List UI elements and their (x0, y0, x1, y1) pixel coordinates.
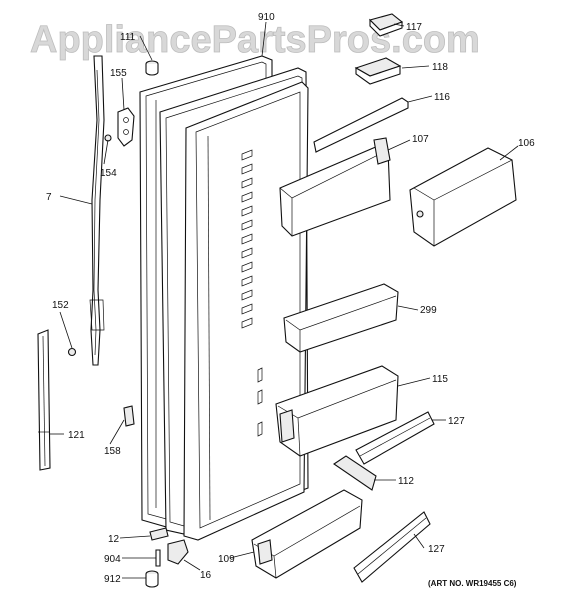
bin-front-127-lower-part (353, 511, 431, 583)
callout-116: 116 (434, 92, 450, 103)
callout-7: 7 (46, 192, 52, 203)
door-bin-107-part (279, 137, 391, 237)
callout-904: 904 (104, 554, 121, 565)
callout-127-lower: 127 (428, 544, 445, 555)
callout-labels: 910 117 111 118 155 116 107 106 154 7 29… (46, 12, 535, 585)
door-trim-strip-part (37, 329, 51, 471)
callout-127-upper: 127 (448, 416, 465, 427)
callout-111: 111 (120, 32, 136, 43)
callout-152: 152 (52, 300, 69, 311)
bin-rail-116-part (313, 97, 409, 153)
callout-154: 154 (100, 168, 117, 179)
callout-117: 117 (406, 22, 422, 33)
callout-12: 12 (108, 534, 120, 545)
callout-107: 107 (412, 134, 429, 145)
callout-121: 121 (68, 430, 85, 441)
callout-910: 910 (258, 12, 275, 23)
leader-lines (50, 21, 519, 579)
callout-106: 106 (518, 138, 535, 149)
hinge-cap-12-part (149, 527, 169, 541)
pin-904-part (155, 549, 161, 567)
door-bin-109-part (251, 489, 363, 579)
callout-158: 158 (104, 446, 121, 457)
bushing-912-part (145, 570, 159, 588)
door-bin-115-part (275, 365, 399, 457)
callout-299: 299 (420, 305, 437, 316)
callout-109: 109 (218, 554, 235, 565)
callout-155: 155 (110, 68, 127, 79)
watermark-text: AppliancePartsPros.com (30, 19, 480, 61)
hinge-16-part (167, 539, 189, 565)
callout-112: 112 (398, 476, 414, 487)
bin-front-127-upper-part (355, 411, 435, 465)
art-number-label: (ART NO. WR19455 C6) (428, 579, 517, 588)
door-shelf-299-part (283, 283, 399, 353)
callout-912: 912 (104, 574, 121, 585)
inner-door-liner-part (183, 81, 309, 541)
callout-118: 118 (432, 62, 448, 73)
dairy-cover-106-part (409, 147, 517, 247)
hinge-bracket-part (117, 107, 135, 147)
cap-118-part (354, 57, 402, 85)
callout-16: 16 (200, 570, 212, 581)
screw-152-part (67, 347, 77, 357)
callout-115: 115 (432, 374, 448, 385)
plug-part (145, 60, 159, 76)
bin-clip-112-part (333, 455, 377, 491)
door-handle-part (89, 55, 105, 366)
block-158-part (123, 405, 135, 427)
cap-117-part (368, 13, 404, 37)
